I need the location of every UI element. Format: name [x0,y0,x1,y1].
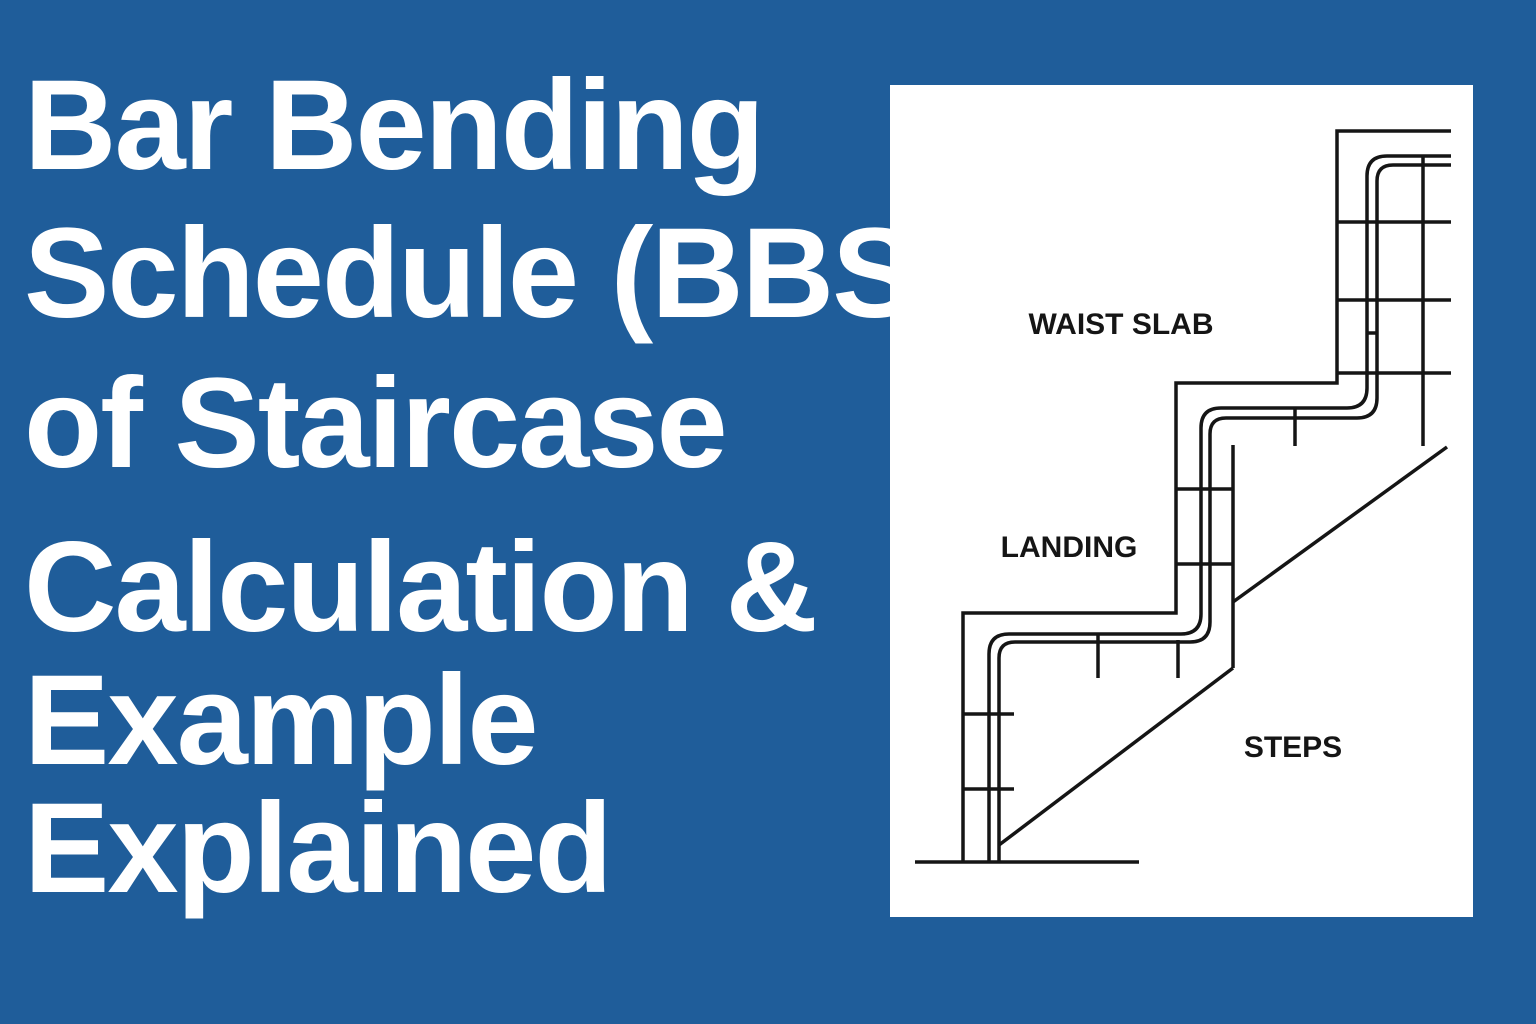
title-line-3: of Staircase [24,352,728,495]
label-steps: STEPS [1244,731,1342,764]
outer-stair-profile [961,129,1451,862]
soffit-upper [1231,445,1449,604]
main-bar-inner [997,163,1451,862]
title-line-2: Schedule (BBS [24,202,917,345]
title-line-4: Calculation & [24,516,818,659]
soffit-lower [997,666,1235,847]
title-line-5: Example [24,649,538,792]
title-line-1: Bar Bending [24,54,765,197]
main-bar-outer [987,154,1451,862]
label-waist-slab: WAIST SLAB [1029,308,1214,341]
label-landing: LANDING [1001,531,1138,564]
title-line-6: Explained [24,777,613,920]
